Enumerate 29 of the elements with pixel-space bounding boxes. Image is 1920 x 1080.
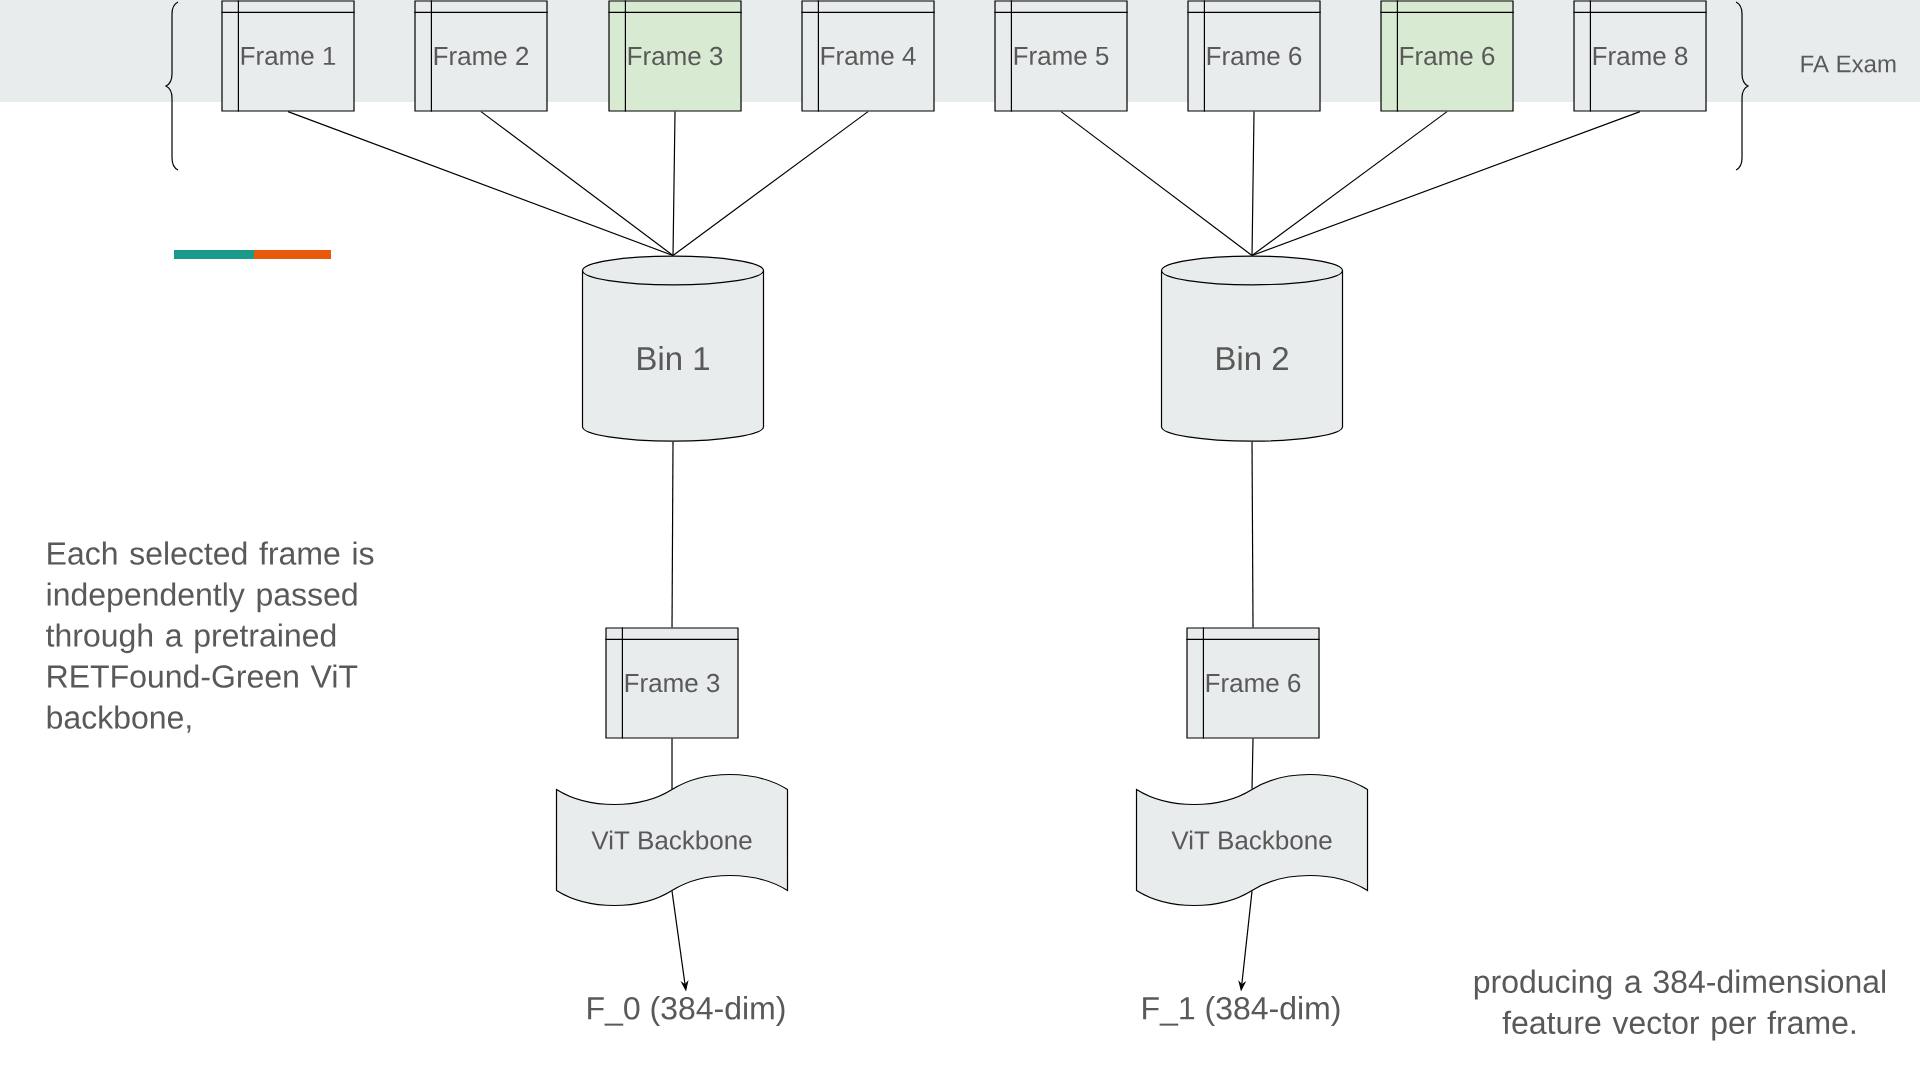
frame-box: Frame 6 bbox=[1185, 626, 1321, 740]
cylinder: Bin 2 bbox=[1160, 255, 1344, 442]
connector-line bbox=[1060, 111, 1253, 257]
frame-box: Frame 3 bbox=[607, 0, 743, 113]
frame-box: Frame 2 bbox=[413, 0, 549, 113]
connector-line bbox=[1251, 738, 1254, 790]
connector-line bbox=[1251, 111, 1448, 257]
frame-box: Frame 5 bbox=[993, 0, 1129, 113]
frame-box: Frame 3 bbox=[604, 626, 740, 740]
connector-line bbox=[1251, 111, 1641, 257]
connector-line bbox=[671, 738, 673, 790]
frame-box: Frame 1 bbox=[220, 0, 356, 113]
connector-line bbox=[480, 111, 674, 257]
cylinder: Bin 1 bbox=[581, 255, 765, 442]
connector-line bbox=[287, 111, 674, 257]
frame-box: Frame 6 bbox=[1379, 0, 1515, 113]
connector-line bbox=[671, 441, 674, 628]
connector-line bbox=[672, 111, 676, 257]
output-label: F_1 (384-dim) bbox=[1143, 996, 1340, 1026]
connector-line bbox=[1251, 111, 1255, 257]
connector-line bbox=[1251, 441, 1254, 628]
output-label: F_0 (384-dim) bbox=[588, 996, 785, 1026]
text-label: Each selected frame is independently passed through a pretrained RETFound-Green ViT backbone, bbox=[46, 541, 374, 733]
frame-box: Frame 8 bbox=[1572, 0, 1708, 113]
text-label: FA Exam bbox=[1801, 55, 1896, 73]
connector-line bbox=[672, 111, 869, 257]
frame-box: Frame 6 bbox=[1186, 0, 1322, 113]
frame-box: Frame 4 bbox=[800, 0, 936, 113]
text-label: producing a 384-dimensional feature vector per frame. bbox=[1474, 969, 1885, 1041]
